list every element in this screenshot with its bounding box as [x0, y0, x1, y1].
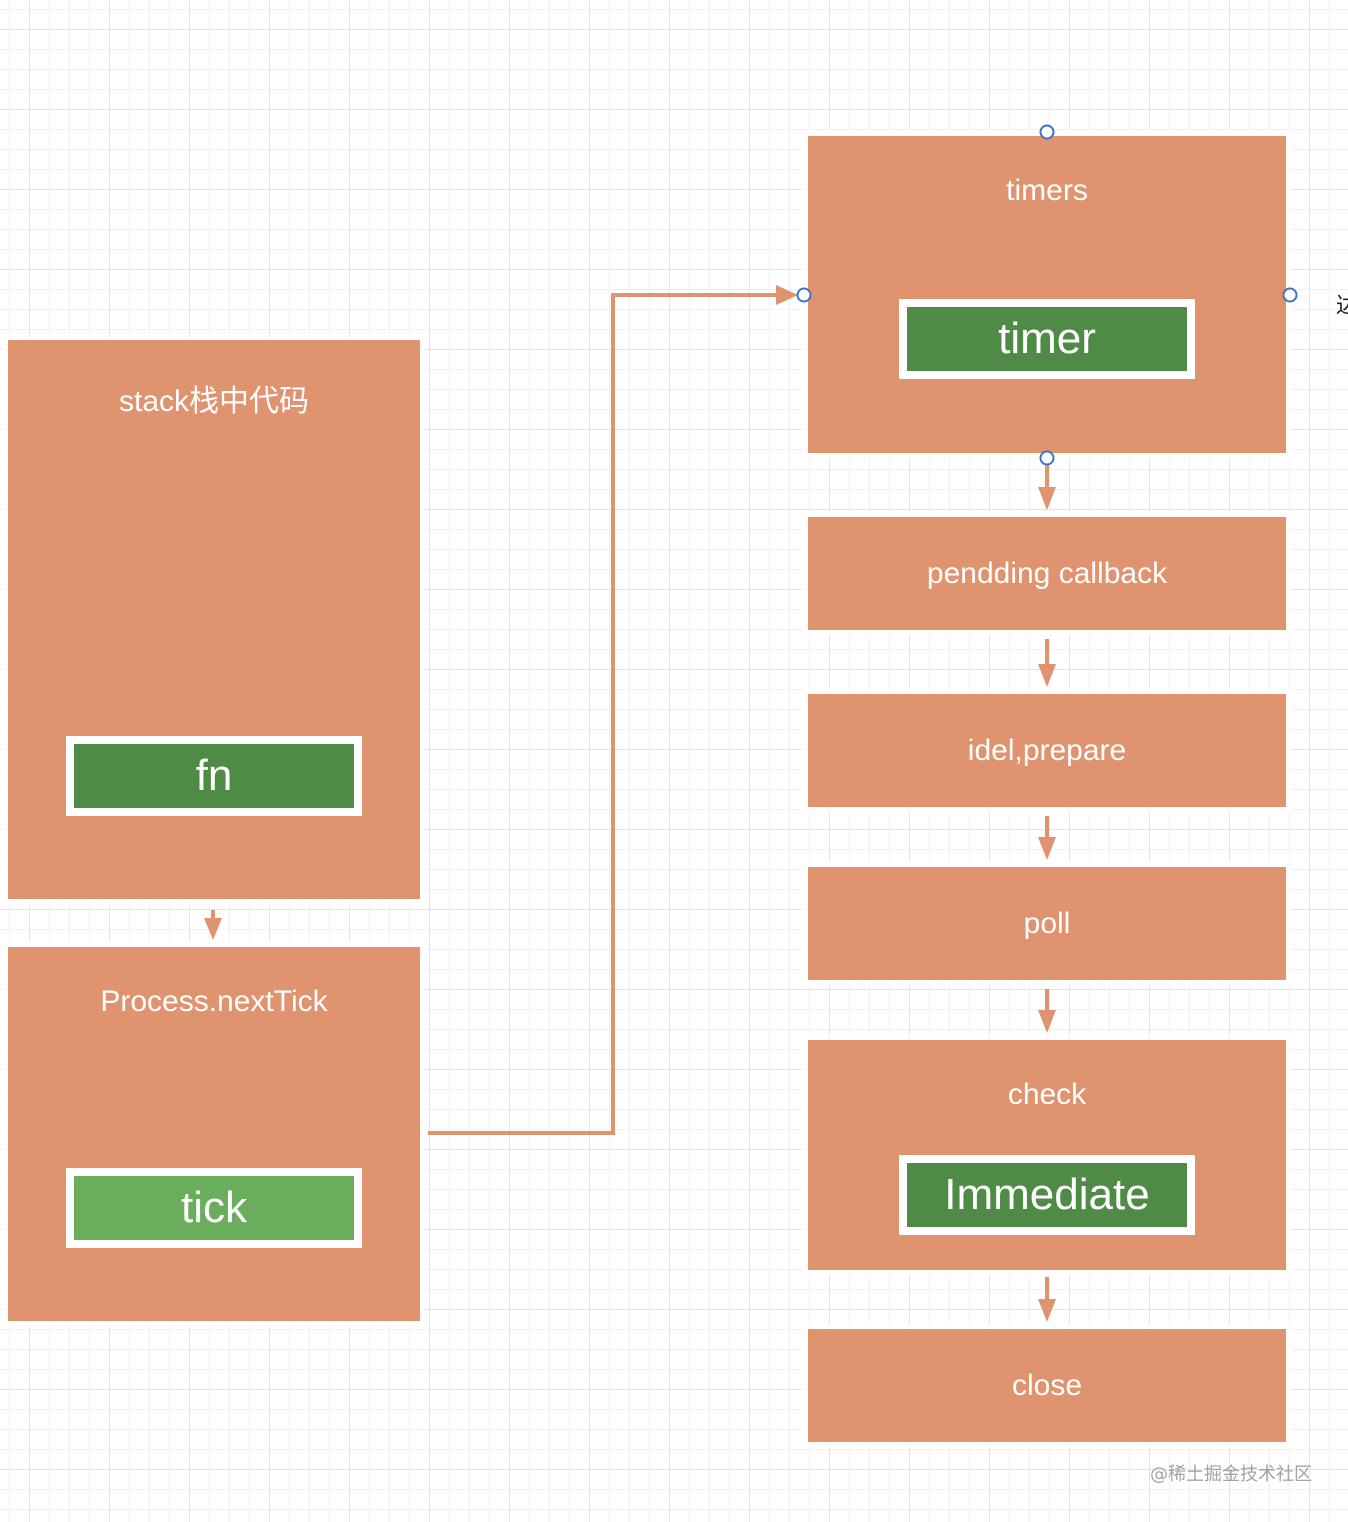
- timers-anchor-left[interactable]: [796, 287, 812, 303]
- timer-label: timer: [998, 314, 1096, 363]
- fn-tag[interactable]: fn: [66, 736, 362, 816]
- process-nexttick-box[interactable]: Process.nextTick tick: [8, 947, 420, 1321]
- idle-to-poll-arrowhead: [1038, 837, 1056, 860]
- timers-to-pending-arrowhead: [1038, 487, 1056, 510]
- nexttick-to-timers-connector: [428, 293, 778, 1135]
- process-nexttick-title: Process.nextTick: [100, 985, 328, 1018]
- immediate-label: Immediate: [944, 1170, 1150, 1219]
- pending-callback-title: pendding callback: [926, 556, 1168, 590]
- nexttick-to-timers-arrowhead: [776, 285, 798, 305]
- stack-title: stack栈中代码: [118, 385, 310, 418]
- pending-callback-box[interactable]: pendding callback: [808, 517, 1286, 630]
- poll-to-check-arrowhead: [1038, 1010, 1056, 1033]
- poll-box[interactable]: poll: [808, 867, 1286, 980]
- clipped-edge-text: 达: [1336, 294, 1348, 319]
- timers-box[interactable]: timers timer: [808, 136, 1286, 453]
- check-to-close-arrowhead: [1038, 1299, 1056, 1322]
- timers-anchor-bottom[interactable]: [1039, 450, 1055, 466]
- tick-label: tick: [181, 1183, 247, 1232]
- timer-tag[interactable]: timer: [899, 299, 1195, 379]
- tick-tag[interactable]: tick: [66, 1168, 362, 1248]
- poll-title: poll: [1023, 906, 1071, 940]
- pending-to-idle-arrowhead: [1038, 664, 1056, 687]
- idle-prepare-box[interactable]: idel,prepare: [808, 694, 1286, 807]
- stack-to-nexttick-arrowhead: [204, 918, 222, 940]
- check-title: check: [1007, 1078, 1087, 1111]
- watermark: @稀土掘金技术社区: [1150, 1464, 1312, 1485]
- idle-prepare-title: idel,prepare: [967, 733, 1127, 767]
- timers-anchor-right[interactable]: [1282, 287, 1298, 303]
- check-box[interactable]: check Immediate: [808, 1040, 1286, 1270]
- stack-box[interactable]: stack栈中代码 fn: [8, 340, 420, 899]
- timers-title: timers: [1006, 174, 1088, 207]
- fn-label: fn: [195, 751, 233, 800]
- close-box[interactable]: close: [808, 1329, 1286, 1442]
- immediate-tag[interactable]: Immediate: [899, 1155, 1195, 1235]
- close-title: close: [1011, 1368, 1083, 1402]
- timers-anchor-top[interactable]: [1039, 124, 1055, 140]
